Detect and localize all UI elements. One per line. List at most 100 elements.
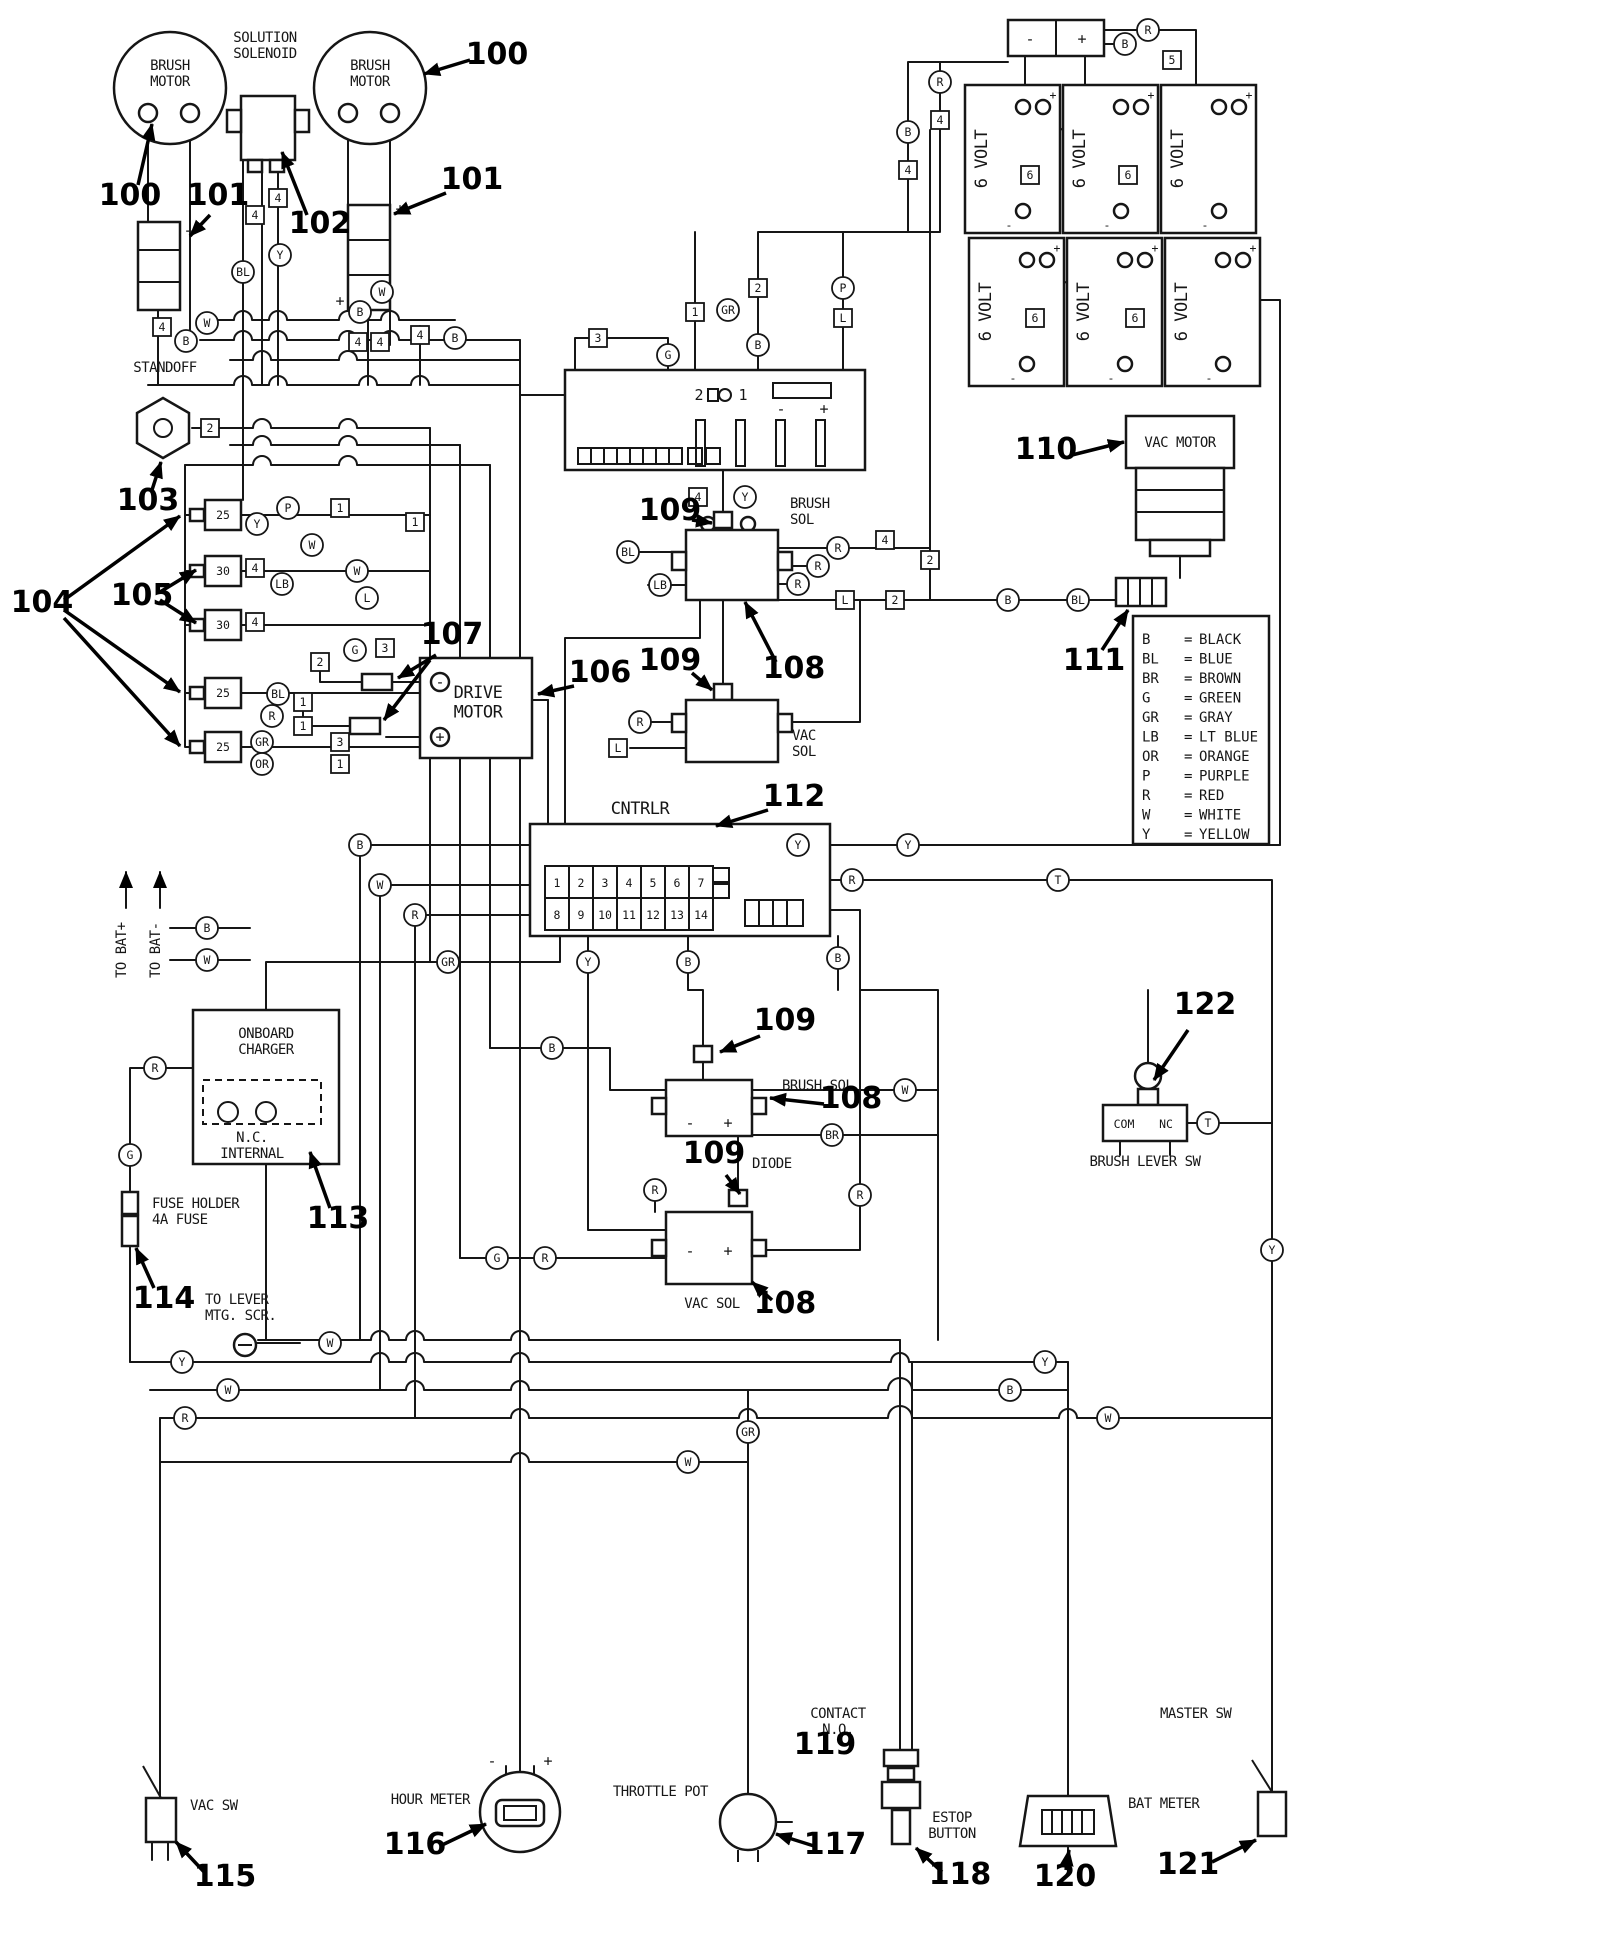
svg-text:2: 2 bbox=[892, 593, 899, 607]
wire-color-tag: Y bbox=[245, 512, 269, 536]
callout-113: 113 bbox=[307, 1151, 370, 1236]
battery-6v: 6 VOLT+- bbox=[1159, 83, 1258, 235]
svg-text:117: 117 bbox=[804, 1827, 867, 1862]
svg-text:WHITE: WHITE bbox=[1199, 808, 1241, 824]
svg-text:B: B bbox=[1142, 632, 1150, 648]
nc-label: NC bbox=[1159, 1117, 1173, 1131]
svg-text:P: P bbox=[1142, 769, 1150, 785]
controller-label: CNTRLR bbox=[611, 799, 671, 819]
svg-text:110: 110 bbox=[1015, 432, 1078, 467]
svg-text:109: 109 bbox=[639, 493, 702, 528]
svg-text:W: W bbox=[379, 285, 386, 299]
svg-text:107: 107 bbox=[421, 617, 484, 652]
svg-text:R: R bbox=[815, 559, 822, 573]
svg-text:R: R bbox=[1145, 23, 1152, 37]
terminal-number-tag: 5 bbox=[1162, 50, 1182, 70]
wire-color-tag: W bbox=[300, 533, 324, 557]
terminal-number-tag: 3 bbox=[375, 638, 395, 658]
svg-text:4: 4 bbox=[882, 533, 889, 547]
svg-text:L: L bbox=[364, 591, 371, 605]
hour-meter-label: HOUR METER bbox=[391, 1792, 471, 1808]
svg-text:B: B bbox=[204, 921, 211, 935]
terminal-number-tag: 2 bbox=[310, 652, 330, 672]
svg-text:ORANGE: ORANGE bbox=[1199, 749, 1250, 765]
svg-text:G: G bbox=[1142, 691, 1150, 707]
minus-mark: - bbox=[487, 1752, 496, 1770]
wire-color-tag: W bbox=[195, 311, 219, 335]
wire-color-tag: G bbox=[118, 1143, 142, 1167]
terminal-number-tag: 2 bbox=[200, 418, 220, 438]
svg-text:6 VOLT: 6 VOLT bbox=[1074, 283, 1094, 342]
svg-text:2: 2 bbox=[755, 281, 762, 295]
callout-110: 110 bbox=[1015, 432, 1125, 467]
svg-text:BL: BL bbox=[236, 265, 250, 279]
svg-text:+: + bbox=[1246, 88, 1253, 102]
plus-mark: + bbox=[543, 1752, 552, 1770]
wire-color-tag: Y bbox=[1260, 1238, 1284, 1262]
vac-solenoid-lower: - + VAC SOL bbox=[650, 1210, 768, 1312]
callout-101: 101 bbox=[393, 162, 503, 216]
svg-text:11: 11 bbox=[622, 908, 636, 922]
terminal-number-tag: 3 bbox=[588, 328, 608, 348]
svg-text:-: - bbox=[1202, 218, 1209, 232]
svg-text:122: 122 bbox=[1174, 987, 1237, 1022]
callout-100: 100 bbox=[423, 37, 528, 77]
diode-label: DIODE bbox=[752, 1156, 792, 1172]
vac-sw-label: VAC SW bbox=[190, 1798, 239, 1814]
drive-connector-2 bbox=[348, 716, 382, 736]
svg-text:6: 6 bbox=[1132, 311, 1139, 325]
svg-text:4: 4 bbox=[695, 490, 702, 504]
wire-color-tag: LB bbox=[270, 572, 294, 596]
svg-text:=: = bbox=[1184, 632, 1192, 648]
battery-6v: 6 VOLT+- bbox=[963, 83, 1062, 235]
callout-117: 117 bbox=[775, 1827, 867, 1862]
wire-color-tag: R bbox=[840, 868, 864, 892]
vac-motor: VAC MOTOR bbox=[1114, 414, 1236, 608]
wire-color-tag: R bbox=[826, 536, 850, 560]
svg-text:1: 1 bbox=[337, 501, 344, 515]
wire-color-tag: W bbox=[893, 1078, 917, 1102]
minus-mark: - bbox=[1025, 30, 1034, 48]
svg-text:113: 113 bbox=[307, 1201, 370, 1236]
terminal-number-tag: 4 bbox=[898, 160, 918, 180]
svg-text:W: W bbox=[354, 564, 361, 578]
svg-text:Y: Y bbox=[905, 838, 912, 852]
svg-text:R: R bbox=[652, 1183, 659, 1197]
wire-color-tag: Y bbox=[786, 833, 810, 857]
svg-text:LT BLUE: LT BLUE bbox=[1199, 730, 1258, 746]
svg-text:-: - bbox=[1206, 371, 1213, 385]
svg-text:Y: Y bbox=[254, 517, 261, 531]
terminal-number-tag: 4 bbox=[152, 317, 172, 337]
brush-lever-sw-label: BRUSH LEVER SW bbox=[1089, 1154, 1201, 1170]
hour-meter: HOUR METER - + bbox=[391, 1752, 562, 1854]
terminal-number-tag: 4 bbox=[245, 205, 265, 225]
svg-text:6 VOLT: 6 VOLT bbox=[976, 283, 996, 342]
svg-text:2: 2 bbox=[927, 553, 934, 567]
vac-switch: VAC SW bbox=[142, 1765, 239, 1844]
terminal-number-tag: 1 bbox=[405, 512, 425, 532]
solenoid-connector bbox=[692, 1044, 714, 1064]
wire-color-tag: R bbox=[173, 1406, 197, 1430]
battery-6v: 6 VOLT+- bbox=[967, 236, 1066, 388]
callout-115: 115 bbox=[174, 1840, 256, 1894]
wire-color-tag: R bbox=[1136, 18, 1160, 42]
svg-text:W: W bbox=[309, 538, 316, 552]
svg-text:B: B bbox=[549, 1041, 556, 1055]
callout-119: 119 bbox=[794, 1727, 857, 1762]
callout-102: 102 bbox=[280, 151, 351, 241]
svg-text:4: 4 bbox=[626, 876, 633, 890]
legend-row: P=PURPLE bbox=[1142, 769, 1250, 785]
svg-text:R: R bbox=[795, 577, 802, 591]
svg-text:100: 100 bbox=[99, 178, 162, 213]
legend-row: OR=ORANGE bbox=[1142, 749, 1250, 765]
battery-bank: 6 VOLT+-6 VOLT+-6 VOLT+-6 VOLT+-6 VOLT+-… bbox=[963, 83, 1262, 388]
terminal-number-tag: 4 bbox=[410, 325, 430, 345]
svg-text:B: B bbox=[357, 305, 364, 319]
